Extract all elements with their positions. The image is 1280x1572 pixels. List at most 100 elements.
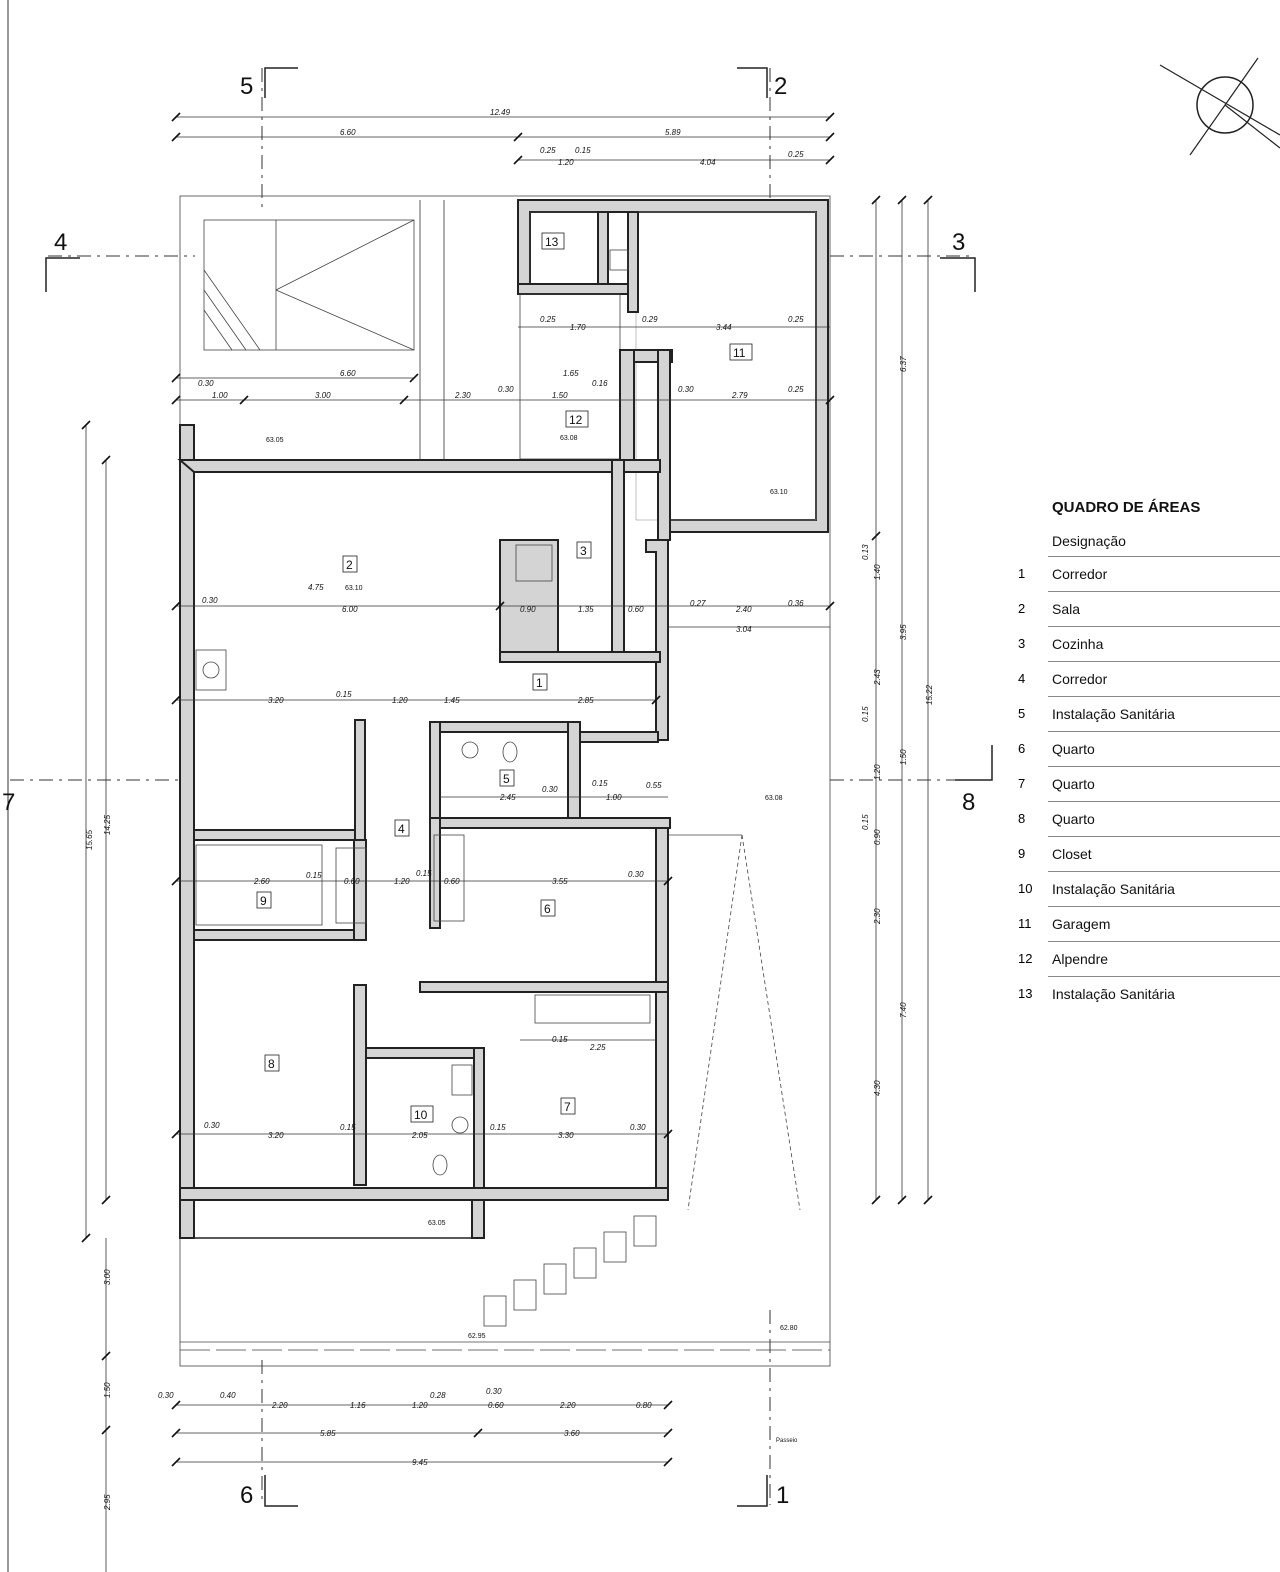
room-label-3: 3 xyxy=(576,541,592,559)
dim-text: 0.15 xyxy=(336,690,352,699)
room-label-10: 10 xyxy=(410,1105,434,1123)
dim-text: 0.90 xyxy=(520,605,536,614)
dim-text: 0.30 xyxy=(628,870,644,879)
dim-text: 0.15 xyxy=(552,1035,568,1044)
dim-text: 0.40 xyxy=(220,1391,236,1400)
dim-text: 3.20 xyxy=(268,696,284,705)
dim-text: 2.43 xyxy=(873,669,882,686)
west-wall xyxy=(179,424,195,1197)
room-label-2: 2 xyxy=(342,555,358,573)
dim-text: 6.37 xyxy=(899,356,908,372)
legend-label: Quarto xyxy=(1052,811,1095,827)
dim-text: 3.60 xyxy=(564,1429,580,1438)
dim-text: 5.89 xyxy=(665,128,681,137)
dim-text: 1.50 xyxy=(899,749,908,765)
dim-text: 0.15 xyxy=(490,1123,506,1132)
dim-text: 2.30 xyxy=(873,908,882,925)
dim-text: 1.70 xyxy=(570,323,586,332)
dim-text: 0.15 xyxy=(575,146,591,155)
dim-text: 0.25 xyxy=(540,315,556,324)
svg-text:4: 4 xyxy=(398,822,405,836)
room-label-7: 7 xyxy=(560,1097,576,1115)
dim-text: 2.79 xyxy=(731,391,748,400)
level-mark: 62.95 xyxy=(468,1333,486,1340)
dim-text: 0.30 xyxy=(542,785,558,794)
legend-label: Sala xyxy=(1052,601,1081,617)
dim-text: 0.30 xyxy=(498,385,514,394)
dim-text: 4.75 xyxy=(308,583,324,592)
level-mark: 63.05 xyxy=(428,1220,446,1227)
toilet-icon xyxy=(432,1154,448,1176)
section-marker-2 xyxy=(737,67,768,98)
room-label-11: 11 xyxy=(729,343,753,361)
dim-text: 5.85 xyxy=(320,1429,336,1438)
sink-icon xyxy=(451,1116,469,1134)
dim-text: 0.55 xyxy=(646,781,662,790)
section-label-5: 5 xyxy=(240,73,253,100)
wc-13 xyxy=(529,211,601,287)
legend-label: Corredor xyxy=(1052,671,1108,687)
dim-text: 0.15 xyxy=(592,779,608,788)
dim-text: 0.30 xyxy=(198,379,214,388)
dim-text: 0.15 xyxy=(306,871,322,880)
section-label-2: 2 xyxy=(774,73,787,100)
level-mark: 63.10 xyxy=(770,489,788,496)
legend-label: Closet xyxy=(1052,846,1092,862)
svg-text:5: 5 xyxy=(503,772,510,786)
legend-label: Alpendre xyxy=(1052,951,1109,967)
section-label-1: 1 xyxy=(776,1482,789,1509)
dim-text: 1.50 xyxy=(552,391,568,400)
dim-text: 2.20 xyxy=(559,1401,576,1410)
dim-text: 0.80 xyxy=(636,1401,652,1410)
legend-title: QUADRO DE ÁREAS xyxy=(1052,499,1201,516)
dim-text: 2.85 xyxy=(577,696,594,705)
east-wall-lower xyxy=(655,819,669,1201)
south-wall xyxy=(179,1187,669,1201)
dim-text: 1.00 xyxy=(606,793,622,802)
toilet-icon xyxy=(502,741,518,763)
driveway-ramp xyxy=(687,834,801,1211)
dim-text: 3.00 xyxy=(315,391,331,400)
dim-text: 6.60 xyxy=(340,369,356,378)
svg-text:11: 11 xyxy=(733,346,746,360)
room-label-4: 4 xyxy=(394,819,410,837)
section-marker-8 xyxy=(955,745,993,781)
washing-machine-icon xyxy=(609,249,629,271)
dim-text: 0.15 xyxy=(340,1123,356,1132)
level-mark: 62.80 xyxy=(780,1325,798,1332)
dim-text: 9.45 xyxy=(412,1458,428,1467)
dim-text: 3.20 xyxy=(268,1131,284,1140)
walkway-steps xyxy=(483,1215,657,1327)
level-mark: 63.08 xyxy=(560,435,578,442)
room-label-9: 9 xyxy=(256,891,272,909)
level-mark: 63.10 xyxy=(345,585,363,592)
dim-text: 0.30 xyxy=(158,1391,174,1400)
dim-text: 4.30 xyxy=(873,1080,882,1096)
section-label-3: 3 xyxy=(952,229,965,256)
dim-text: 1.65 xyxy=(563,369,579,378)
dim-text: 0.30 xyxy=(202,596,218,605)
dim-text: 2.40 xyxy=(735,605,752,614)
svg-text:13: 13 xyxy=(545,235,559,249)
legend-label: Quarto xyxy=(1052,741,1095,757)
dim-text: 0.30 xyxy=(630,1123,646,1132)
svg-text:12: 12 xyxy=(569,413,583,427)
section-label-7: 7 xyxy=(2,789,15,816)
wardrobe xyxy=(534,994,651,1024)
north-arrow-icon xyxy=(1159,57,1280,156)
legend-label: Instalação Sanitária xyxy=(1052,986,1175,1002)
svg-text:1: 1 xyxy=(536,676,543,690)
room-label-12: 12 xyxy=(565,410,589,428)
svg-text:8: 8 xyxy=(268,1057,275,1071)
svg-text:3: 3 xyxy=(580,544,587,558)
legend-subtitle: Designação xyxy=(1052,533,1126,549)
dim-text: 2.25 xyxy=(589,1043,606,1052)
svg-text:2: 2 xyxy=(346,558,353,572)
